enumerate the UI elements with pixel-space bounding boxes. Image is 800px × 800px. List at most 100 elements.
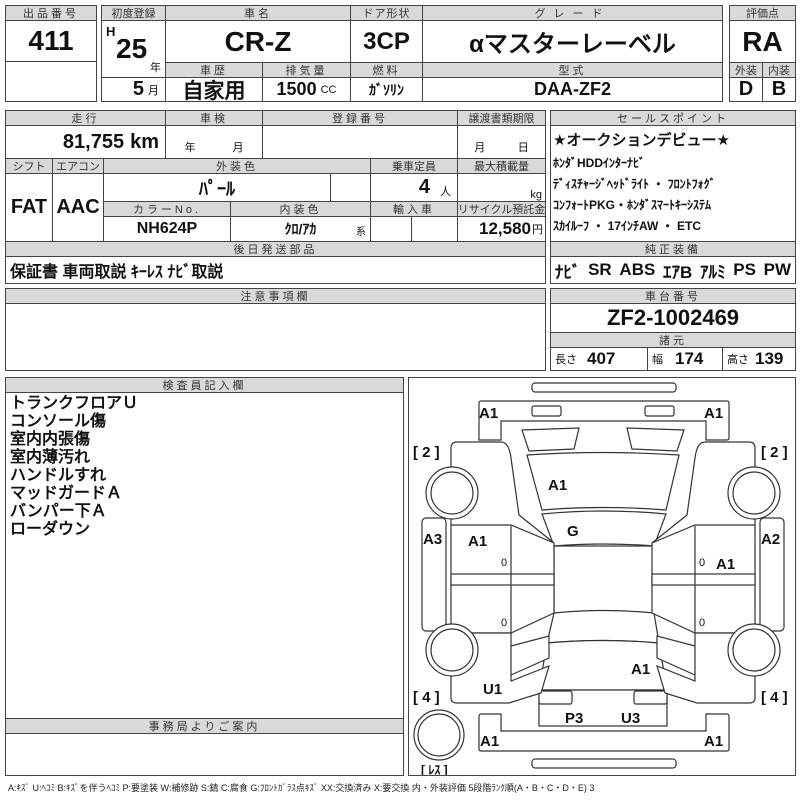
front-plate (531, 382, 677, 393)
model-label: 型式 (422, 62, 723, 78)
year-unit: 年 (150, 62, 161, 74)
tire-front-left-grade: [ 2 ] (413, 444, 440, 461)
import-cell-2 (411, 216, 458, 242)
sales-point: ﾃﾞｨｽﾁｬｰｼﾞﾍｯﾄﾞﾗｲﾄ ・ ﾌﾛﾝﾄﾌｫｸﾞ (553, 177, 716, 191)
recycle-unit: 円 (532, 224, 543, 236)
inspector-line: トランクフロアＵ (10, 395, 139, 412)
interior-score: B (762, 77, 796, 102)
taillight-left (538, 690, 573, 705)
transfer-label: 譲渡書類期限 (457, 110, 546, 126)
windshield (541, 510, 667, 547)
mileage-label: 走行 (5, 110, 166, 126)
displacement-value: 1500 (276, 79, 317, 99)
damage-diagram: A1 A1 A1 G [ 2 ] [ 2 ] A3 A2 A1 A1 0 0 0… (408, 377, 796, 776)
score-label: 評価点 (729, 5, 796, 21)
rear-bumper-right-grade: A1 (704, 733, 723, 750)
later-parts-label: 後日発送部品 (5, 241, 546, 257)
spare-grade: [ ﾚｽ ] (421, 763, 448, 776)
tire-front-right-grade: [ 2 ] (761, 444, 788, 461)
sales-point: ﾎﾝﾀﾞHDDｲﾝﾀｰﾅﾋﾞ (553, 156, 645, 170)
transfer-day-unit: 日 (517, 142, 529, 154)
length-value: 407 (587, 349, 616, 368)
roof (553, 545, 655, 614)
grille (521, 427, 685, 452)
equipment-item: ｱﾙﾐ (700, 262, 726, 282)
legend: A:ｷｽﾞ U:ﾍｺﾐ B:ｷｽﾞを伴うﾍｺﾐ P:要塗装 W:補修跡 S:錆 … (8, 783, 595, 793)
int-color: ｸﾛ/ｱｶ系 (230, 216, 371, 242)
score: RA (729, 20, 796, 63)
max-load-label: 最大積載量 (457, 158, 546, 174)
equipment-item: PW (763, 260, 792, 279)
front-bumper-left-grade: A1 (479, 405, 498, 422)
lot-number: 411 (5, 20, 97, 62)
shift-label: シフト (5, 158, 53, 174)
int-color-label: 内装色 (230, 201, 371, 217)
door-right-grade: A1 (716, 556, 735, 573)
trunk-grade: A1 (631, 661, 650, 678)
shift: FAT (5, 173, 53, 242)
capacity-unit: 人 (440, 186, 451, 198)
front-bumper-right-grade: A1 (704, 405, 723, 422)
inspector-line: コンソール傷 (10, 413, 107, 430)
spec-length: 長さ 407 (550, 347, 648, 371)
max-load: kg (457, 173, 546, 202)
ext-color-blank (330, 173, 371, 202)
inspection-label: 車検 (165, 110, 263, 126)
chassis-number: ZF2-1002469 (550, 303, 796, 333)
transfer-month-unit: 月 (474, 142, 486, 154)
ac: AAC (52, 173, 104, 242)
inspector-line: 室内内張傷 (10, 431, 91, 448)
tire-rear-left-grade: [ 4 ] (413, 689, 440, 706)
inspector-line: マッドガードＡ (10, 485, 123, 502)
grade-label: グレード (422, 5, 723, 21)
door-mark: 0 (699, 617, 705, 629)
rocker-left-grade: A3 (423, 531, 442, 548)
car-name-label: 車名 (165, 5, 351, 21)
rear-plate (531, 758, 677, 769)
exterior-score: D (729, 77, 763, 102)
chassis-label: 車台番号 (550, 288, 796, 304)
length-label: 長さ (555, 354, 577, 366)
door-type: 3CP (350, 20, 423, 63)
pillar-left (450, 573, 555, 586)
history-label: 車歴 (165, 62, 263, 78)
taillight-right (633, 690, 668, 705)
inspector-label: 検査員記入欄 (5, 377, 404, 393)
fuel-label: 燃料 (350, 62, 423, 78)
inspector-notes: トランクフロアＵ コンソール傷 室内内張傷 室内薄汚れ ハンドルすれ マッドガー… (5, 392, 404, 719)
equipment: ﾅﾋﾞ SR ABS ｴｱB ｱﾙﾐ PS PW (550, 256, 796, 284)
equipment-label: 純正装備 (550, 241, 796, 257)
recycle-value: 12,580 (479, 219, 531, 238)
import-cell-1 (370, 216, 412, 242)
fuel: ｶﾞｿﾘﾝ (350, 77, 423, 102)
reg-year: 25 (116, 33, 148, 64)
pillar-right (651, 573, 756, 586)
sales-point: ｽｶｲﾙｰﾌ ・ 17ｲﾝﾁAW ・ ETC (553, 219, 702, 233)
headlight-left (531, 405, 562, 417)
ext-color-label: 外装色 (103, 158, 371, 174)
transfer-deadline: 月日 (457, 125, 546, 159)
displacement-label: 排気量 (262, 62, 351, 78)
inspector-line: ローダウン (10, 521, 91, 538)
door-left-grade: A1 (468, 533, 487, 550)
car-diagram: A1 A1 A1 G [ 2 ] [ 2 ] A3 A2 A1 A1 0 0 0… (413, 382, 788, 776)
history: 自家用 (165, 77, 263, 102)
notes-label: 注意事項欄 (5, 288, 546, 304)
sales-points: ★オークションデビュー★ ﾎﾝﾀﾞHDDｲﾝﾀｰﾅﾋﾞ ﾃﾞｨｽﾁｬｰｼﾞﾍｯﾄ… (550, 125, 796, 242)
month-unit: 月 (148, 84, 159, 97)
interior-label: 内装 (762, 62, 796, 78)
first-reg-year: H 25 年 (101, 20, 166, 78)
mileage-value: 81,755 (62, 130, 125, 153)
inspection: 年月 (165, 125, 263, 159)
capacity-label: 乗車定員 (370, 158, 458, 174)
equipment-item: ABS (619, 260, 656, 279)
rear-bumper (478, 713, 730, 752)
inspector-line: バンパー下Ａ (10, 503, 107, 520)
ac-label: エアコン (52, 158, 104, 174)
lot-blank (5, 61, 97, 102)
color-no-label: カラーNo. (103, 201, 231, 217)
equipment-item: PS (733, 260, 756, 279)
sales-points-label: セールスポイント (550, 110, 796, 126)
